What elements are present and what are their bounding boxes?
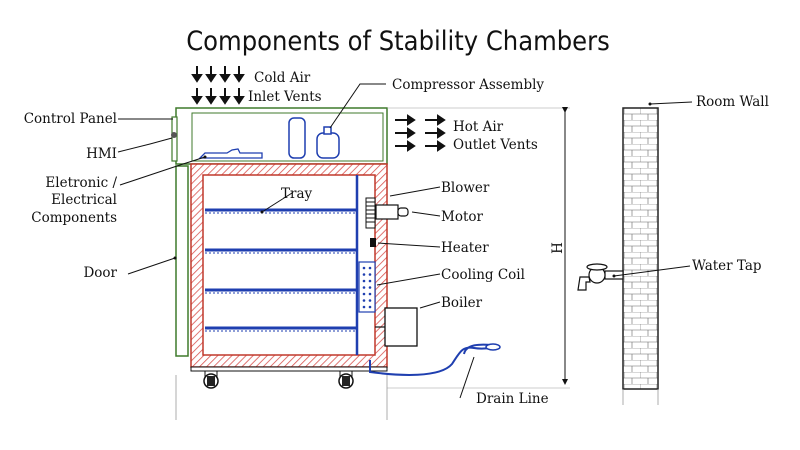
compressor-label: Compressor Assembly: [392, 77, 544, 93]
door-label: Door: [83, 265, 117, 281]
room-wall-label: Room Wall: [696, 94, 769, 110]
chamber-interior: [202, 174, 376, 356]
hot-air-arrows: [395, 114, 446, 152]
motor: [375, 204, 409, 220]
boiler-label: Boiler: [441, 295, 483, 311]
boiler: [375, 307, 418, 347]
tray-label: Tray: [281, 186, 313, 202]
chamber-base: [190, 366, 388, 372]
cold-air-arrows: [191, 66, 245, 105]
compressor-assembly: [288, 117, 340, 159]
cooling-coil-label: Cooling Coil: [441, 267, 525, 283]
electronic-components: [198, 148, 263, 159]
motor-label: Motor: [441, 209, 484, 225]
drain-line-label: Drain Line: [476, 391, 549, 407]
heater: [370, 238, 376, 247]
hmi-label: HMI: [86, 146, 117, 162]
cold-air-label: Cold Air: [254, 70, 311, 86]
door: [175, 165, 189, 357]
leader-lines: [117, 83, 693, 399]
control-panel: [171, 116, 178, 162]
blower-label: Blower: [441, 180, 490, 196]
electronic-label: Eletronic /: [45, 175, 117, 191]
cooling-coil: [358, 261, 376, 313]
hot-air-label-2: Outlet Vents: [453, 137, 538, 153]
blower: [365, 197, 376, 229]
cold-air-label-2: Inlet Vents: [248, 89, 322, 105]
control-panel-label: Control Panel: [24, 111, 117, 127]
heater-label: Heater: [441, 240, 489, 256]
hot-air-label: Hot Air: [453, 119, 504, 135]
room-wall: [622, 107, 659, 390]
drain-line: [369, 343, 501, 376]
hmi-screen: [171, 132, 177, 138]
trays: [205, 208, 356, 332]
electronic-label-3: Components: [31, 210, 117, 226]
electronic-label-2: Electrical: [51, 192, 117, 208]
height-label: H: [550, 242, 566, 254]
diagram-title: Components of Stability Chambers: [186, 26, 610, 57]
water-tap: [577, 263, 624, 291]
water-tap-label: Water Tap: [692, 258, 762, 274]
wheel: [338, 370, 354, 389]
wheel: [203, 370, 219, 389]
